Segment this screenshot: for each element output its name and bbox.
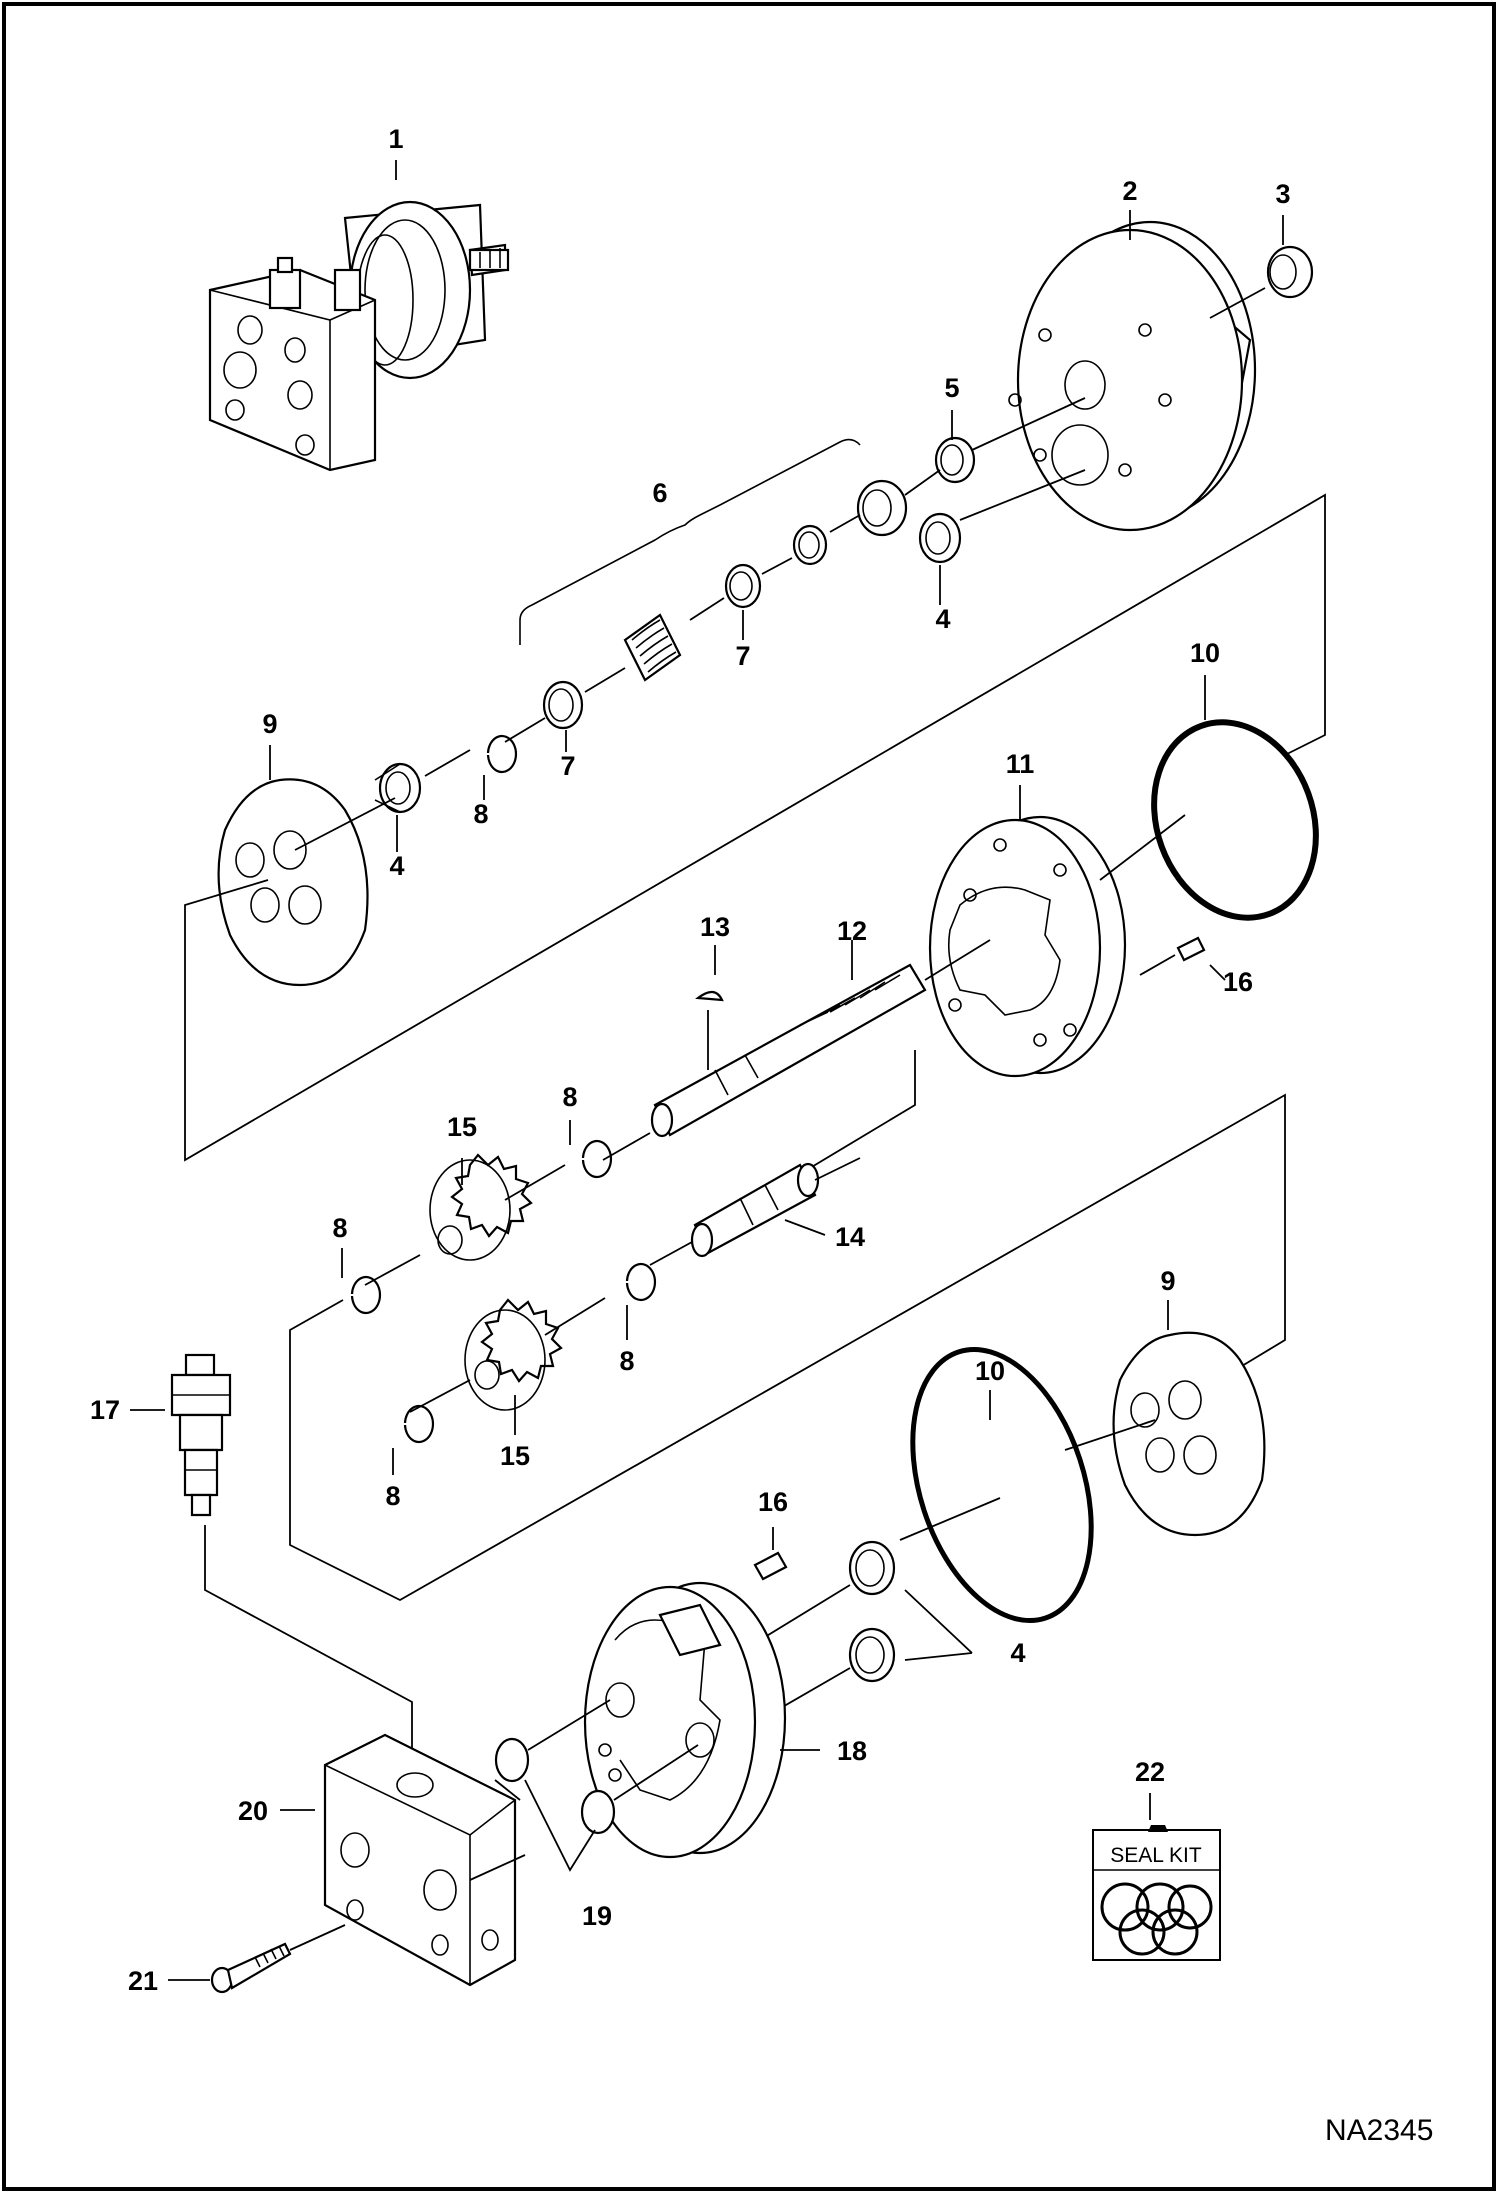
seal-kit-label: SEAL KIT bbox=[1110, 1844, 1202, 1867]
callout-15-lower: 15 bbox=[500, 1441, 530, 1471]
port-housing-18 bbox=[583, 1581, 787, 1859]
connector-line-lower bbox=[289, 1093, 1286, 1602]
callout-7-lower: 7 bbox=[560, 751, 575, 781]
callout-10-lower: 10 bbox=[975, 1356, 1005, 1386]
callout-13: 13 bbox=[700, 912, 730, 942]
callout-16-upper: 16 bbox=[1223, 967, 1253, 997]
bushing-5 bbox=[934, 436, 976, 484]
motor-assembly bbox=[208, 200, 510, 472]
callout-14: 14 bbox=[835, 1222, 865, 1252]
cap-screw-21 bbox=[210, 1942, 292, 1994]
end-cap-housing bbox=[1008, 220, 1257, 532]
needle-bearing-4-lower-b bbox=[848, 1627, 896, 1683]
gear-15-lower bbox=[464, 1298, 563, 1411]
callout-11: 11 bbox=[1006, 749, 1035, 779]
callout-15-upper: 15 bbox=[447, 1112, 477, 1142]
callout-9-upper: 9 bbox=[262, 709, 277, 739]
callout-2: 2 bbox=[1122, 176, 1137, 206]
callout-8-left: 8 bbox=[332, 1213, 347, 1243]
group-6-brace bbox=[519, 438, 861, 645]
callout-7-upper: 7 bbox=[735, 641, 750, 671]
o-ring-10-lower bbox=[910, 1346, 1094, 1624]
callout-8-right: 8 bbox=[619, 1346, 634, 1376]
gear-15-upper bbox=[429, 1153, 533, 1261]
callout-4-lower: 4 bbox=[1010, 1638, 1025, 1668]
o-ring-19-lower bbox=[580, 1789, 616, 1835]
callout-20: 20 bbox=[238, 1796, 268, 1826]
connector-line-upper bbox=[184, 493, 1326, 1162]
retaining-ring-8d bbox=[625, 1262, 657, 1302]
callout-3: 3 bbox=[1275, 179, 1290, 209]
callout-8-lower: 8 bbox=[385, 1481, 400, 1511]
ring-7-upper bbox=[724, 563, 762, 609]
woodruff-key-13 bbox=[695, 990, 724, 1002]
gear-housing-11 bbox=[928, 815, 1127, 1078]
callout-4-upper: 4 bbox=[935, 604, 950, 634]
dowel-pin-16-upper bbox=[1176, 936, 1206, 962]
callout-1: 1 bbox=[388, 124, 403, 154]
needle-bearing-4-lower-a bbox=[848, 1540, 896, 1596]
retaining-ring-8c bbox=[350, 1275, 382, 1315]
callout-8-mid: 8 bbox=[562, 1082, 577, 1112]
callout-18: 18 bbox=[837, 1736, 867, 1766]
bushing-6 bbox=[856, 479, 908, 537]
wear-plate-9-upper bbox=[217, 778, 369, 987]
o-ring-19-upper bbox=[494, 1737, 530, 1783]
needle-bearing-4-upper bbox=[918, 512, 962, 564]
seal-kit-22: SEAL KIT bbox=[1092, 1825, 1221, 1961]
retaining-ring-8a bbox=[486, 734, 518, 774]
callout-19: 19 bbox=[582, 1901, 612, 1931]
callout-10-upper: 10 bbox=[1190, 638, 1220, 668]
figure-id: NA2345 bbox=[1325, 2114, 1433, 2147]
dowel-pin-16-lower bbox=[753, 1551, 788, 1581]
shaft-seal bbox=[1266, 245, 1314, 299]
o-ring-10-upper bbox=[1151, 719, 1319, 921]
callout-9-lower: 9 bbox=[1160, 1266, 1175, 1296]
callout-12: 12 bbox=[837, 916, 867, 946]
retaining-ring-8e bbox=[403, 1404, 435, 1444]
wear-plate-9-lower bbox=[1112, 1331, 1266, 1537]
callout-8-upper: 8 bbox=[473, 799, 488, 829]
retaining-ring-8b bbox=[581, 1139, 613, 1179]
callout-22: 22 bbox=[1135, 1757, 1165, 1787]
callout-5: 5 bbox=[944, 373, 959, 403]
relief-valve-cartridge-17 bbox=[170, 1353, 232, 1517]
callout-16-lower: 16 bbox=[758, 1487, 788, 1517]
spring bbox=[623, 613, 682, 682]
valve-block-20 bbox=[323, 1733, 517, 1987]
callout-17: 17 bbox=[90, 1395, 120, 1425]
callout-6: 6 bbox=[652, 478, 667, 508]
callout-4-left: 4 bbox=[389, 851, 404, 881]
callout-21: 21 bbox=[128, 1966, 158, 1996]
idler-shaft-14 bbox=[690, 1162, 820, 1258]
drive-shaft-12 bbox=[650, 963, 927, 1138]
